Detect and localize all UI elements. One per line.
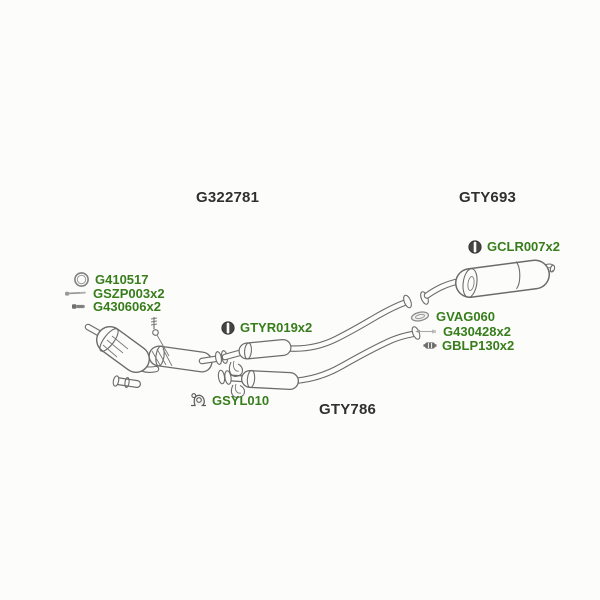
rear-silencer bbox=[420, 259, 556, 305]
short-bolt-icon bbox=[71, 302, 88, 311]
part-label-gszp003: GSZP003x2 bbox=[64, 286, 165, 301]
long-bolt-icon bbox=[64, 289, 88, 298]
pipe-clamp-icon bbox=[423, 341, 437, 350]
part-link-gtyr019[interactable]: GTYR019x2 bbox=[240, 320, 313, 335]
long-bolt-arrow-icon bbox=[414, 327, 438, 336]
part-heading-gty693: GTY693 bbox=[459, 189, 517, 206]
part-label-gblp130: GBLP130x2 bbox=[423, 338, 514, 353]
oval-gasket-icon bbox=[409, 310, 431, 323]
part-label-g430428: G430428x2 bbox=[414, 324, 511, 339]
part-label-gvag060: GVAG060 bbox=[409, 309, 495, 324]
part-link-gblp130[interactable]: GBLP130x2 bbox=[442, 338, 515, 353]
gasket-ring-icon bbox=[73, 271, 90, 288]
part-label-gsyl010: GSYL010 bbox=[189, 391, 269, 409]
part-link-g430606[interactable]: G430606x2 bbox=[93, 299, 161, 314]
part-link-g410517[interactable]: G410517 bbox=[95, 272, 149, 287]
part-heading-gty786: GTY786 bbox=[319, 401, 377, 418]
front-pipe-assembly bbox=[84, 317, 229, 373]
part-heading-g322781: G322781 bbox=[196, 189, 260, 206]
part-link-gsyl010[interactable]: GSYL010 bbox=[212, 392, 270, 408]
part-link-gszp003[interactable]: GSZP003x2 bbox=[93, 286, 165, 301]
mount-bracket-icon bbox=[189, 391, 207, 409]
part-label-g410517: G410517 bbox=[73, 271, 149, 288]
part-link-gclr007[interactable]: GCLR007x2 bbox=[487, 239, 560, 254]
center-silencer-assembly bbox=[112, 326, 421, 398]
part-link-g430428[interactable]: G430428x2 bbox=[443, 324, 511, 339]
rubber-hanger-icon bbox=[221, 320, 235, 335]
part-label-gtyr019: GTYR019x2 bbox=[221, 320, 312, 335]
part-label-gclr007: GCLR007x2 bbox=[468, 239, 560, 254]
part-label-g430606: G430606x2 bbox=[71, 299, 161, 314]
mid-pipe-assembly bbox=[221, 294, 412, 377]
rubber-hanger-icon bbox=[468, 239, 482, 254]
part-link-gvag060[interactable]: GVAG060 bbox=[436, 309, 496, 324]
